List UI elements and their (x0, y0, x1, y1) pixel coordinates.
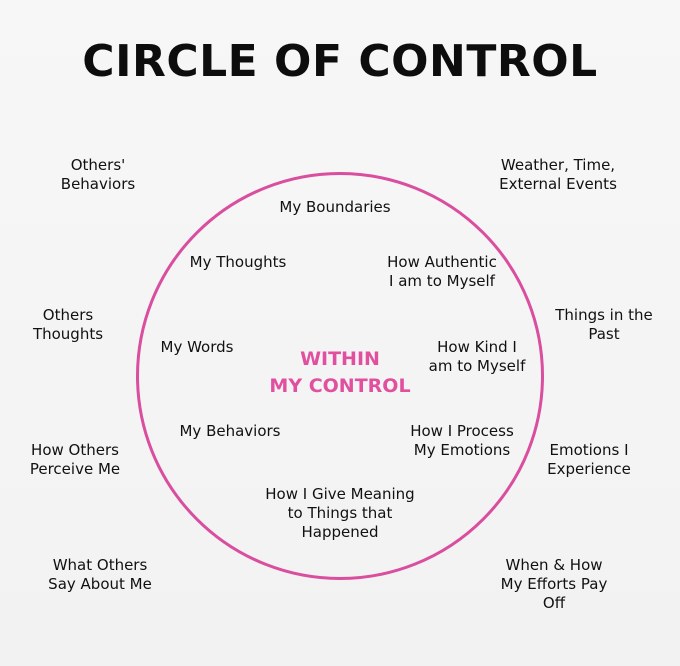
inside-item-words: My Words (160, 338, 234, 356)
outside-item-past: Things in the Past (555, 306, 653, 343)
outside-item-emotions-experience: Emotions I Experience (547, 441, 631, 478)
diagram-title: CIRCLE OF CONTROL (82, 36, 598, 87)
inside-item-process-emotions: How I Process My Emotions (410, 422, 514, 459)
inside-item-thoughts: My Thoughts (189, 253, 287, 271)
outside-item-say-about: What Others Say About Me (48, 556, 152, 593)
outside-item-efforts: When & How My Efforts Pay Off (500, 556, 608, 612)
control-circle (136, 172, 544, 580)
inside-item-authentic: How Authentic I am to Myself (387, 253, 497, 290)
inside-item-meaning: How I Give Meaning to Things that Happen… (265, 485, 415, 541)
inside-item-kind: How Kind I am to Myself (428, 338, 526, 375)
outside-item-perceive: How Others Perceive Me (29, 441, 121, 478)
outside-item-others-behaviors: Others' Behaviors (60, 156, 136, 193)
inside-item-behaviors: My Behaviors (179, 422, 281, 440)
inside-item-boundaries: My Boundaries (279, 198, 391, 216)
center-label: WITHIN MY CONTROL (269, 348, 411, 397)
outside-item-weather: Weather, Time, External Events (499, 156, 617, 193)
outside-item-others-thoughts: Others Thoughts (32, 306, 104, 343)
